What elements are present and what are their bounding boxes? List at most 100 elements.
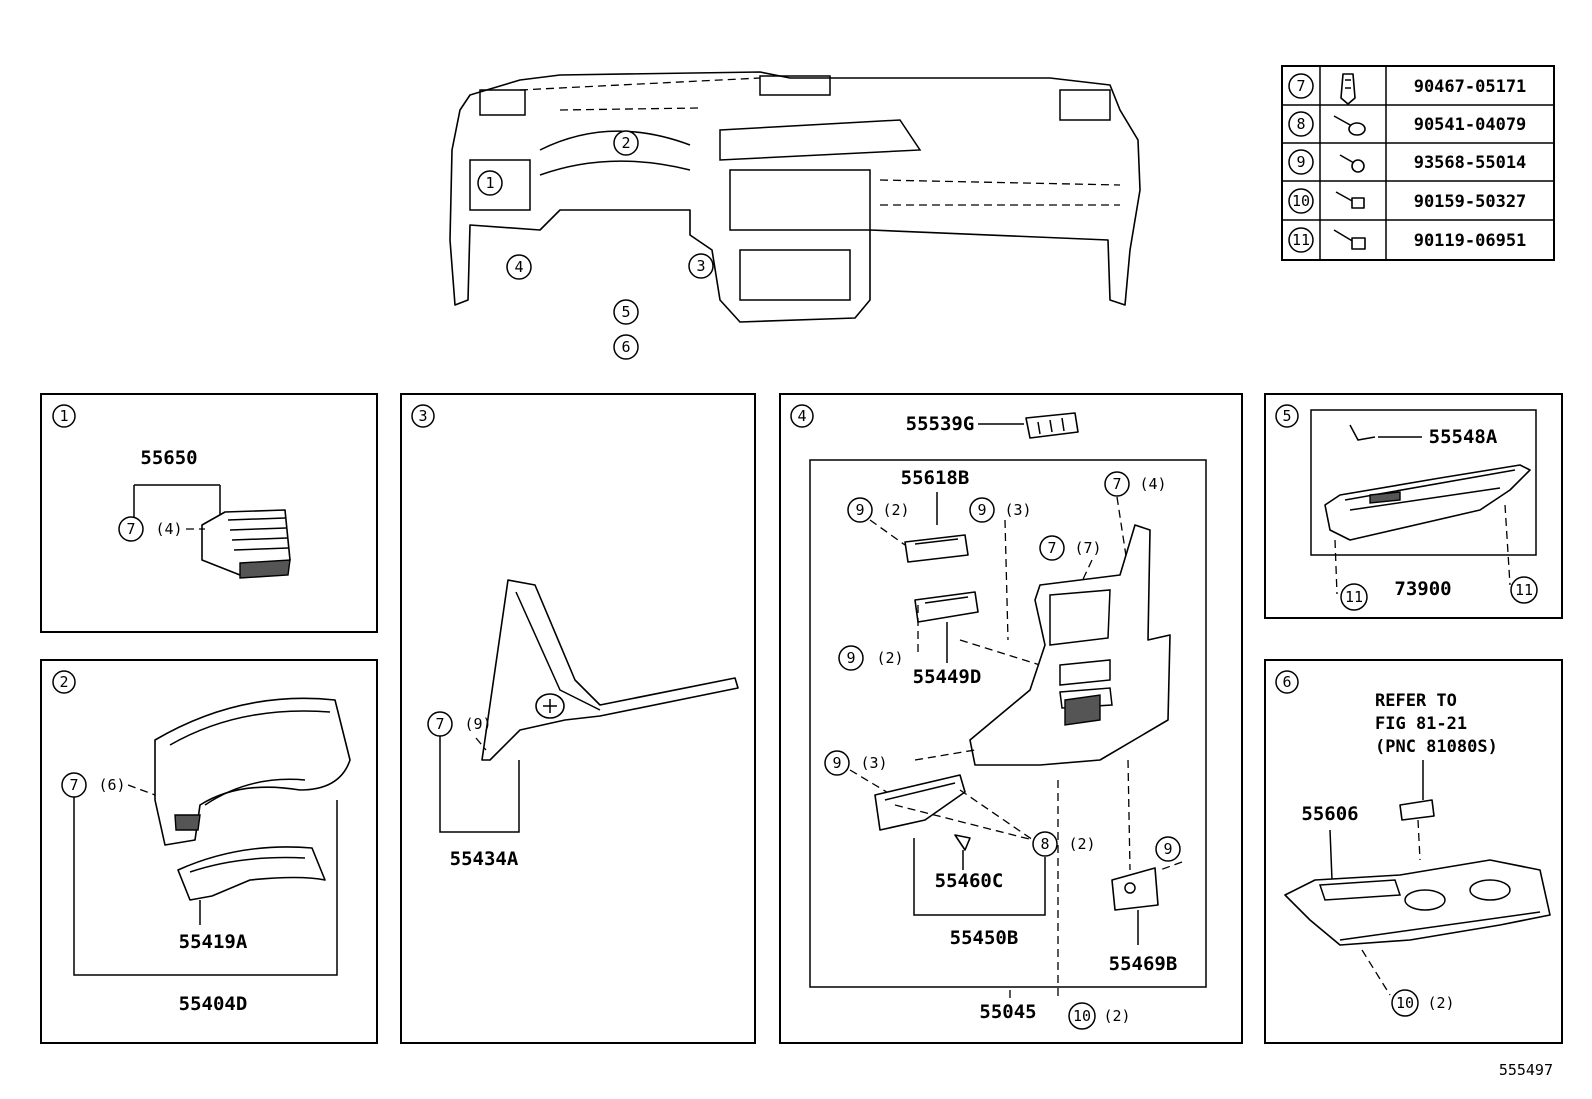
center-cluster-55045 xyxy=(969,524,1171,766)
svg-text:5: 5 xyxy=(1282,407,1291,425)
svg-text:1: 1 xyxy=(59,407,68,425)
reference-note-line: REFER TO xyxy=(1375,691,1457,711)
svg-text:9: 9 xyxy=(846,649,855,667)
callout-7: 7 xyxy=(427,711,453,737)
panel-3: 3 7 (9) 55434A xyxy=(400,393,756,1044)
overview-callout: 2 xyxy=(613,130,639,156)
part-number-55434A: 55434A xyxy=(450,848,519,870)
svg-text:(6): (6) xyxy=(98,776,125,794)
svg-text:90119-06951: 90119-06951 xyxy=(1414,231,1527,251)
callout-9: 9 xyxy=(1155,836,1181,862)
bracket-55449D xyxy=(914,591,979,623)
callout-10: 10 xyxy=(1391,989,1419,1017)
meter-hood-55404D xyxy=(154,697,351,846)
part-number-55045: 55045 xyxy=(979,1001,1036,1023)
connector-81080S xyxy=(1399,799,1435,821)
callout-8: 8 xyxy=(1032,831,1058,857)
svg-text:9: 9 xyxy=(832,754,841,772)
bracket-55548A xyxy=(1349,424,1376,441)
svg-text:(2): (2) xyxy=(882,501,909,519)
overview-callout: 1 xyxy=(477,170,503,196)
overview-callout: 3 xyxy=(688,253,714,279)
part-number-55469B: 55469B xyxy=(1109,953,1178,975)
callout-11: 11 xyxy=(1340,583,1368,611)
callout-9: 9 xyxy=(838,645,864,671)
screw-icon xyxy=(1335,191,1365,209)
part-number-55449D: 55449D xyxy=(913,666,982,688)
callout-9: 9 xyxy=(847,497,873,523)
svg-text:(4): (4) xyxy=(1139,475,1166,493)
svg-text:6: 6 xyxy=(1282,673,1291,691)
svg-text:5: 5 xyxy=(621,303,630,321)
callout-7: 7 xyxy=(118,516,144,542)
svg-text:90159-50327: 90159-50327 xyxy=(1414,192,1527,212)
fastener-row: 9 93568-55014 xyxy=(1288,149,1527,175)
bracket-55469B xyxy=(1111,867,1159,911)
part-number-55618B: 55618B xyxy=(901,467,970,489)
svg-text:(4): (4) xyxy=(155,520,182,538)
svg-text:7: 7 xyxy=(1047,539,1056,557)
screw-icon xyxy=(1339,154,1365,173)
part-number-55419A: 55419A xyxy=(179,931,248,953)
svg-text:9: 9 xyxy=(1296,153,1305,171)
switch-55539G xyxy=(1025,412,1079,439)
clip-55460C xyxy=(954,834,971,870)
svg-text:7: 7 xyxy=(69,776,78,794)
svg-text:90467-05171: 90467-05171 xyxy=(1414,77,1527,97)
part-number-73900: 73900 xyxy=(1394,578,1451,600)
panel-2: 2 7 (6) 55419A 55404D xyxy=(40,659,378,1044)
svg-text:8: 8 xyxy=(1040,835,1049,853)
callout-11: 11 xyxy=(1510,576,1538,604)
svg-text:3: 3 xyxy=(696,257,705,275)
part-number-55450B: 55450B xyxy=(950,927,1019,949)
fastener-table: 7 90467-05171 8 90541-04079 9 93568-5501… xyxy=(1281,65,1555,261)
lower-panel-55434A xyxy=(481,579,739,761)
overview-callout: 4 xyxy=(506,254,532,280)
svg-text:9: 9 xyxy=(977,501,986,519)
svg-text:8: 8 xyxy=(1296,115,1305,133)
panel-5: 5 55548A 73900 11 11 xyxy=(1264,393,1563,619)
callout-7: 7 xyxy=(1104,471,1130,497)
diagram-id: 555497 xyxy=(1499,1061,1553,1079)
overview-callout: 6 xyxy=(613,334,639,360)
callout-10: 10 xyxy=(1068,1002,1096,1030)
callout-7: 7 xyxy=(1039,535,1065,561)
meter-cover-55419A xyxy=(177,846,326,901)
fastener-row: 11 90119-06951 xyxy=(1288,227,1527,253)
part-number-55460C: 55460C xyxy=(935,870,1004,892)
glove-box-73900 xyxy=(1324,464,1531,541)
fastener-row: 10 90159-50327 xyxy=(1288,188,1527,214)
svg-text:10: 10 xyxy=(1292,192,1310,210)
air-vent-55650 xyxy=(201,509,291,579)
svg-text:2: 2 xyxy=(621,134,630,152)
svg-text:11: 11 xyxy=(1515,581,1533,599)
callout-9: 9 xyxy=(824,750,850,776)
svg-text:10: 10 xyxy=(1396,994,1414,1012)
svg-text:(2): (2) xyxy=(1103,1007,1130,1025)
svg-text:7: 7 xyxy=(435,715,444,733)
svg-text:93568-55014: 93568-55014 xyxy=(1414,153,1527,173)
reference-note-line: (PNC 81080S) xyxy=(1375,737,1498,757)
part-number-55539G: 55539G xyxy=(906,413,975,435)
panel-6: 6 REFER TO FIG 81-21 (PNC 81080S) 55606 … xyxy=(1264,659,1563,1044)
svg-text:1: 1 xyxy=(485,174,494,192)
svg-text:11: 11 xyxy=(1345,588,1363,606)
svg-text:3: 3 xyxy=(418,407,427,425)
part-number-55548A: 55548A xyxy=(1429,426,1498,448)
svg-text:(2): (2) xyxy=(876,649,903,667)
instrument-panel-overview xyxy=(449,71,1141,323)
svg-text:(3): (3) xyxy=(1004,501,1031,519)
part-number-55650: 55650 xyxy=(140,447,197,469)
part-number-55404D: 55404D xyxy=(179,993,248,1015)
svg-text:(9): (9) xyxy=(464,715,491,733)
svg-text:11: 11 xyxy=(1292,231,1310,249)
panel-4: 4 55539G 55618B 9 (2) 9 (3) 7 (4) 7 (7) … xyxy=(779,393,1243,1044)
svg-text:(3): (3) xyxy=(860,754,887,772)
fastener-row: 8 90541-04079 xyxy=(1288,111,1526,137)
svg-text:6: 6 xyxy=(621,338,630,356)
bracket-55618B xyxy=(904,534,969,563)
callout-7: 7 xyxy=(61,772,87,798)
fastener-row: 7 90467-05171 xyxy=(1288,73,1527,105)
